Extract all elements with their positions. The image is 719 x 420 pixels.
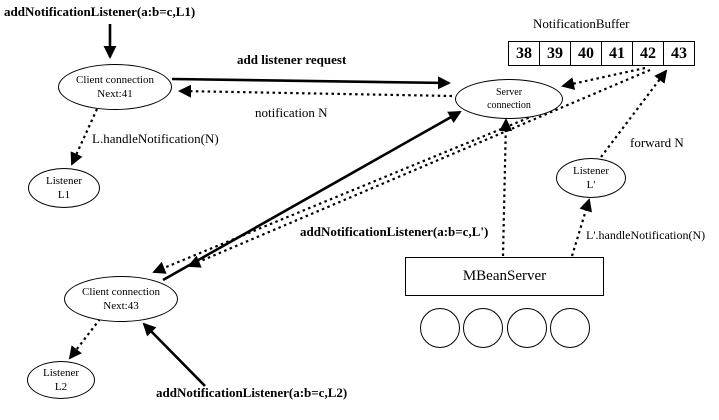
mbean-circle (420, 308, 460, 348)
node-listener-l1: Listener L1 (28, 168, 100, 208)
buffer-cell: 38 (508, 41, 540, 66)
arrow-client2-add-listener (162, 110, 462, 282)
mbean-circle (550, 308, 590, 348)
node-label: Next:41 (97, 88, 133, 100)
node-label: Listener (42, 366, 80, 379)
node-label: L2 (54, 381, 68, 393)
node-listener-l2: Listener L2 (27, 361, 95, 399)
label-l-handle-notification: L.handleNotification(N) (92, 131, 219, 146)
label-notification-buffer: NotificationBuffer (533, 16, 630, 31)
node-label: L1 (57, 189, 71, 201)
label-add-listener-lprime: addNotificationListener(a:b=c,L') (300, 224, 489, 239)
buffer-cell: 42 (632, 41, 664, 66)
node-server-connection: Server connection (455, 79, 563, 119)
node-label: Listener (572, 164, 610, 177)
label-lprime-handle-notification: L'.handleNotification(N) (586, 228, 706, 242)
arrow-buffer-to-client2 (187, 68, 651, 268)
label-forward-n: forward N (630, 135, 684, 150)
node-mbean-server: MBeanServer (405, 257, 604, 296)
node-label: L' (586, 179, 596, 191)
arrow-client2-to-l2 (68, 318, 101, 360)
arrow-client1-to-l1 (70, 108, 99, 166)
arrow-forward-n (600, 69, 668, 158)
node-label: Client connection (76, 73, 154, 86)
label-add-listener-l2: addNotificationListener(a:b=c,L2) (156, 385, 348, 400)
notification-buffer: 38 39 40 41 42 43 (508, 41, 695, 66)
arrow-buffer-to-server (561, 66, 646, 90)
node-label: Next:43 (103, 300, 139, 312)
mbean-circle (463, 308, 503, 348)
node-client-connection-2: Client connection Next:43 (64, 276, 178, 322)
buffer-cell: 39 (539, 41, 571, 66)
buffer-cell: 41 (601, 41, 633, 66)
label-add-listener-request: add listener request (237, 52, 347, 67)
buffer-cell: 43 (663, 41, 695, 66)
buffer-cell: 40 (570, 41, 602, 66)
arrow-add-listener-request (171, 76, 451, 90)
arrow-mbean-to-lprime (570, 198, 593, 257)
label-add-listener-l1: addNotificationListener(a:b=c,L1) (4, 4, 196, 19)
node-label: Server (495, 87, 523, 98)
node-label: Listener (45, 174, 83, 187)
node-client-connection-1: Client connection Next:41 (58, 64, 172, 110)
node-label: connection (487, 100, 531, 111)
mbean-circle (507, 308, 547, 348)
label-notification-n: notification N (255, 105, 328, 120)
arrow-l2call-to-client2 (142, 322, 206, 387)
arrow-notification-n (178, 84, 453, 98)
node-label: Client connection (82, 285, 160, 298)
arrow-mbean-to-server (499, 118, 513, 257)
node-listener-lprime: Listener L' (556, 158, 626, 198)
mbean-server-label: MBeanServer (462, 268, 547, 284)
